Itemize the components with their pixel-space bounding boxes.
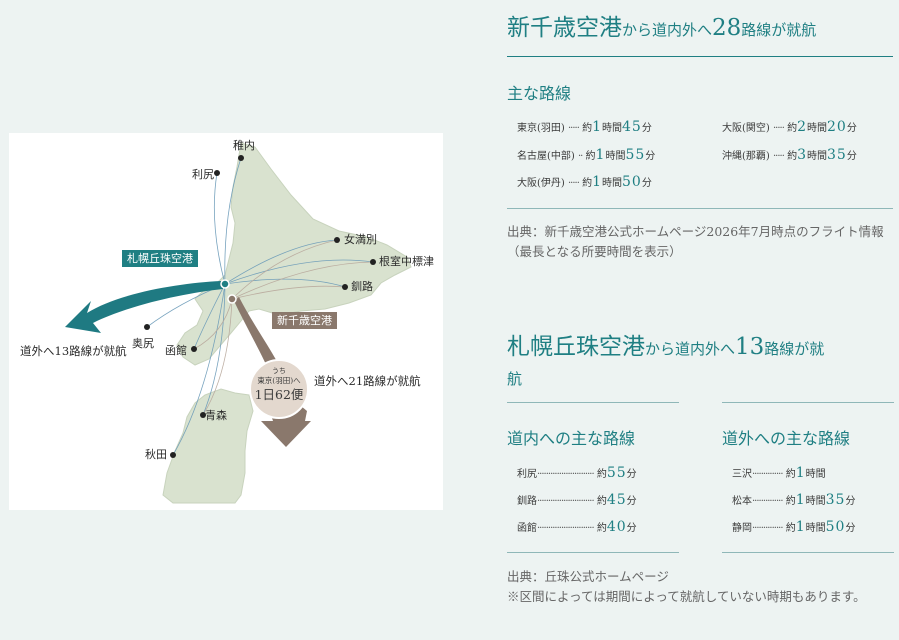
okadama-routes xyxy=(146,157,374,456)
city-label-hakodate: 函館 xyxy=(165,344,187,357)
chitose-marker xyxy=(227,294,237,304)
okadama-route-row: 釧路·························· 約45分 xyxy=(517,492,637,508)
route-map: 稚内 利尻 女満別 根室中標津 釧路 奥尻 函館 青森 秋田 札幌丘珠空港 新千… xyxy=(9,133,443,510)
okadama-out-label: 道外へ13路線が就航 xyxy=(20,344,127,358)
chitose-source-note: 出典：新千歳空港公式ホームページ2026年7月時点のフライト情報 （最長となる所… xyxy=(507,224,884,259)
chitose-route-row: 名古屋(中部) ·· 約1時間55分 xyxy=(517,147,656,163)
tokyo-flights-circle xyxy=(249,359,309,419)
okadama-heading: 札幌丘珠空港から道内外へ13路線が就航 xyxy=(507,334,825,388)
okadama-outside-title: 道外への主な路線 xyxy=(722,429,851,448)
chitose-routes-rule xyxy=(507,208,893,209)
chitose-heading: 新千歳空港から道内外へ28路線が就航 xyxy=(507,15,817,41)
honshu-landmass xyxy=(162,388,254,504)
okadama-left-bottom-rule xyxy=(507,552,679,553)
tokyo-flights-label: うち 東京(羽田)へ 1日62便 xyxy=(254,367,304,402)
city-label-akita: 秋田 xyxy=(145,448,167,461)
okadama-right-top-rule xyxy=(722,402,894,403)
route-map-graphic xyxy=(65,142,412,504)
chitose-routes xyxy=(193,239,374,416)
chitose-heading-rule xyxy=(507,56,893,57)
okadama-route-row: 利尻·························· 約55分 xyxy=(517,465,637,481)
chitose-route-row: 沖縄(那覇) ····· 約3時間35分 xyxy=(722,147,857,163)
okadama-route-row: 函館·························· 約40分 xyxy=(517,519,637,535)
chitose-out-label: 道外へ21路線が就航 xyxy=(314,374,421,388)
okadama-airport-tag: 札幌丘珠空港 xyxy=(122,250,198,267)
city-label-kushiro: 釧路 xyxy=(351,280,373,293)
okadama-source-note: 出典：丘珠公式ホームページ ※区間によっては期間によって就航していない時期もあり… xyxy=(507,569,866,604)
okadama-domestic-title: 道内への主な路線 xyxy=(507,429,636,448)
city-label-wakkanai: 稚内 xyxy=(233,139,255,152)
city-label-memanbetsu: 女満別 xyxy=(344,233,377,246)
okadama-route-row: 静岡·············· 約1時間50分 xyxy=(732,519,856,535)
city-label-nemuro: 根室中標津 xyxy=(379,255,434,268)
city-label-rishiri: 利尻 xyxy=(192,168,214,181)
okadama-out-arrow xyxy=(65,281,223,333)
okadama-route-row: 三沢·············· 約1時間 xyxy=(732,465,826,481)
hokkaido-landmass xyxy=(176,142,412,366)
city-label-aomori: 青森 xyxy=(205,409,227,422)
chitose-route-row: 大阪(伊丹) ····· 約1時間50分 xyxy=(517,174,652,190)
city-label-okushiri: 奥尻 xyxy=(132,337,154,350)
okadama-route-row: 松本·············· 約1時間35分 xyxy=(732,492,856,508)
okadama-left-top-rule xyxy=(507,402,679,403)
okadama-right-bottom-rule xyxy=(722,552,894,553)
chitose-route-row: 東京(羽田) ····· 約1時間45分 xyxy=(517,119,652,135)
chitose-main-routes-title: 主な路線 xyxy=(507,84,572,103)
chitose-route-row: 大阪(関空) ····· 約2時間20分 xyxy=(722,119,857,135)
chitose-airport-tag: 新千歳空港 xyxy=(272,312,337,329)
okadama-marker xyxy=(220,279,230,289)
city-dots xyxy=(144,155,376,458)
